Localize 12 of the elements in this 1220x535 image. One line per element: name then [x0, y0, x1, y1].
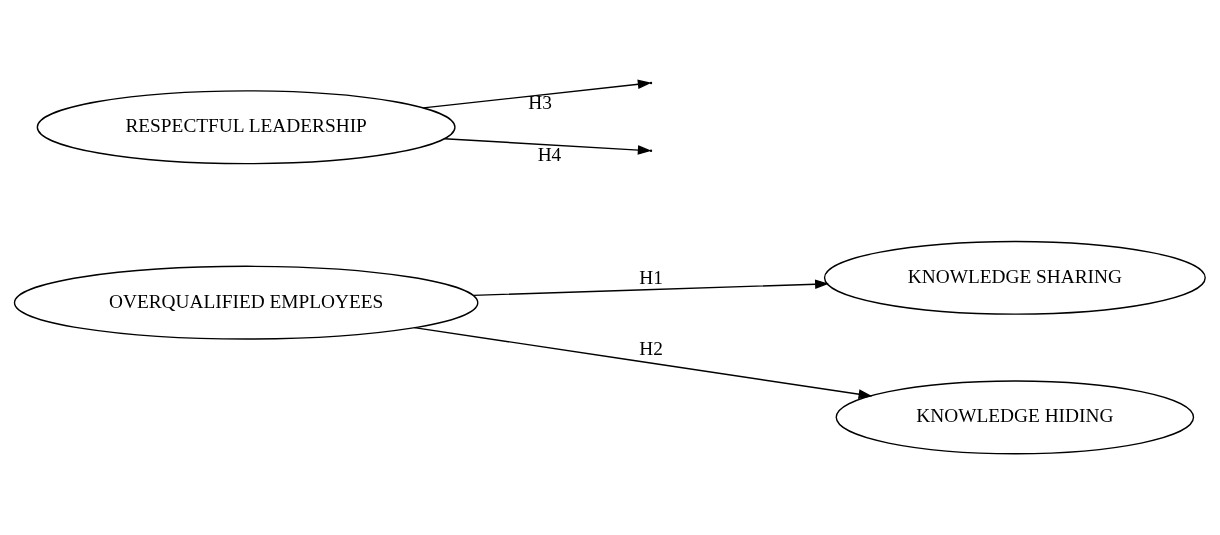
node-ellipse: OVERQUALIFIED EMPLOYEES — [13, 265, 479, 340]
edge-label: H2 — [639, 337, 663, 359]
node-ellipse: KNOWLEDGE HIDING — [835, 379, 1195, 454]
arrow — [413, 326, 873, 399]
arrow — [472, 278, 829, 296]
node-ellipse: RESPECTFUL LEADERSHIP — [36, 89, 456, 164]
arrow — [422, 79, 652, 109]
edge-label: H3 — [528, 91, 552, 113]
edge-label: H4 — [537, 143, 562, 165]
node-ellipse: KNOWLEDGE SHARING — [823, 240, 1206, 315]
arrow — [443, 137, 652, 155]
edge-label: H1 — [639, 266, 663, 288]
